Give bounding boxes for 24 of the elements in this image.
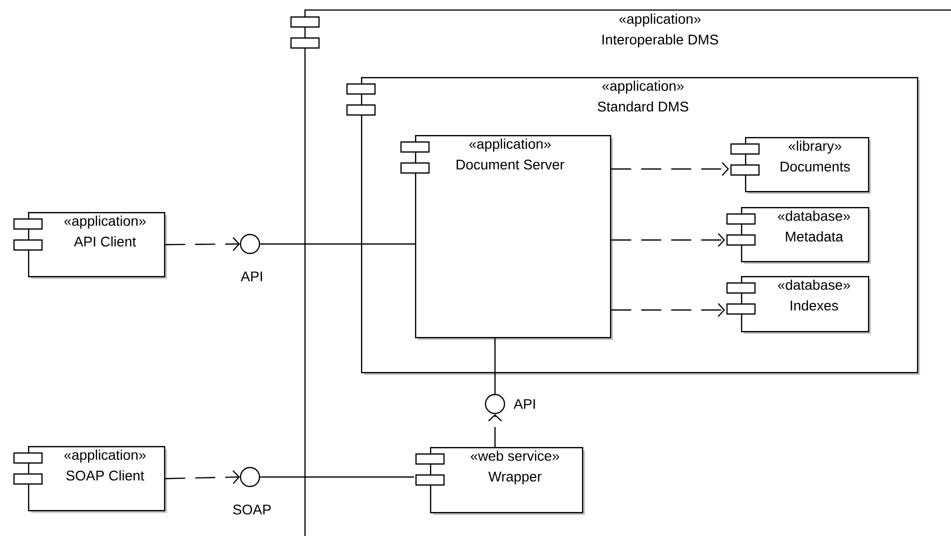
interface-circle	[240, 234, 260, 254]
component-box: «library» Documents	[730, 137, 871, 194]
component-box: «application» API Client	[13, 212, 167, 279]
component-box: «database» Indexes	[726, 276, 871, 334]
connector-line	[260, 476, 414, 478]
dependency-arrow	[165, 237, 240, 251]
interface-label: API	[240, 272, 262, 282]
component-box: «database» Metadata	[726, 207, 871, 264]
component-box: «application» Document Server	[400, 135, 613, 340]
component-box: «application» SOAP Client	[13, 446, 167, 513]
connector-line	[494, 338, 496, 394]
interface-circle	[240, 466, 260, 488]
dependency-arrow	[611, 303, 725, 317]
dependency-arrow	[488, 414, 502, 447]
dependency-arrow	[611, 162, 729, 176]
node-label: «application»	[619, 14, 701, 27]
interface-circle	[484, 394, 506, 414]
interface-label: API	[514, 399, 535, 409]
connector-line	[260, 243, 415, 245]
dependency-arrow	[611, 233, 725, 247]
dependency-arrow	[165, 470, 240, 484]
component-box: «web service» Wrapper	[415, 447, 585, 515]
interface-label: SOAP	[233, 504, 271, 515]
node-label: Interoperable DMS	[602, 34, 718, 48]
